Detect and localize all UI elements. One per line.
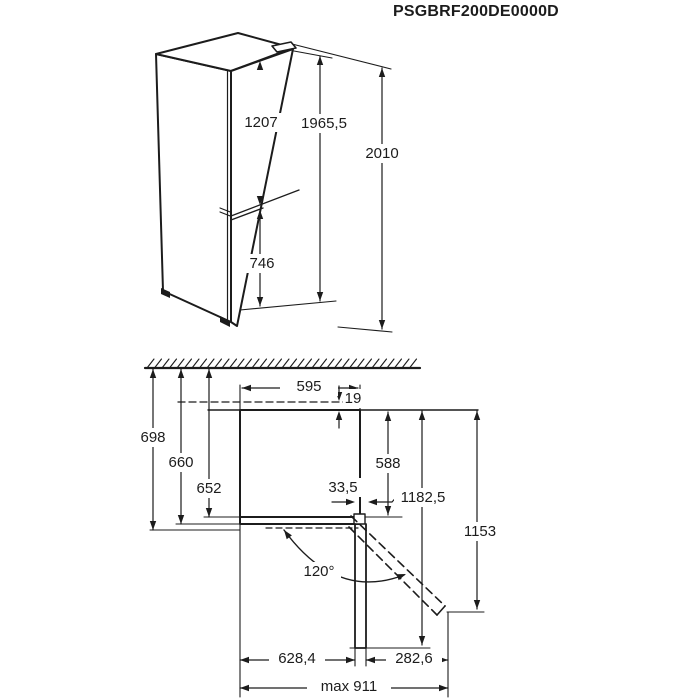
dim-label-span-right: 282,6 bbox=[386, 649, 442, 668]
dim-label-wall-gap: 19 bbox=[343, 389, 363, 408]
dim-label-depth-with-handle: 698 bbox=[131, 428, 175, 447]
dim-label-span-left: 628,4 bbox=[269, 649, 325, 668]
fridge-top-view bbox=[149, 368, 485, 698]
dim-label-hinge-offset: 33,5 bbox=[321, 478, 365, 497]
dim-label-lower-door-height: 746 bbox=[241, 254, 283, 273]
dim-label-depth-door-open-120: 1153 bbox=[452, 522, 508, 541]
fridge-3d-view bbox=[155, 32, 393, 333]
dim-label-depth-with-door: 660 bbox=[159, 453, 203, 472]
wall-hatching bbox=[143, 358, 422, 370]
dim-label-body-height: 1965,5 bbox=[293, 114, 355, 133]
dim-label-total-height: 2010 bbox=[356, 144, 408, 163]
model-number-title: PSGBRF200DE0000D bbox=[393, 3, 559, 20]
dim-label-span-total: max 911 bbox=[307, 677, 391, 696]
dim-label-depth-door-open-90: 1182,5 bbox=[394, 488, 452, 507]
dim-label-opening-angle: 120° bbox=[297, 562, 341, 581]
dim-label-upper-door-height: 1207 bbox=[235, 113, 287, 132]
dim-label-door-width: 588 bbox=[367, 454, 409, 473]
dim-label-depth-body: 652 bbox=[187, 479, 231, 498]
dim-label-width: 595 bbox=[280, 377, 338, 396]
